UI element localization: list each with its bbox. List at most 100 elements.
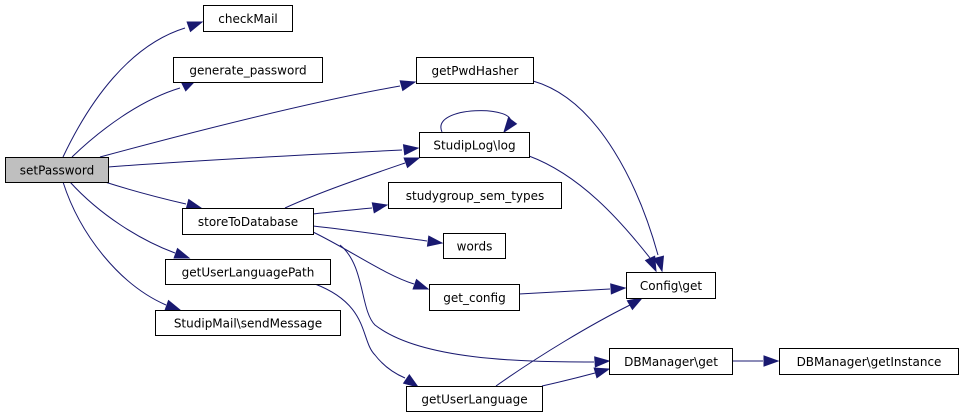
node-label: checkMail [218, 12, 278, 26]
node-box[interactable] [173, 57, 323, 83]
arrowhead-icon [426, 235, 444, 247]
edge-line [284, 162, 406, 209]
arrowhead-icon [644, 255, 657, 273]
edge-storeToDatabase-to-get_config [312, 231, 430, 290]
arrowhead-icon [371, 202, 389, 214]
node-config-get[interactable]: Config\get [626, 272, 716, 299]
node-box[interactable] [203, 5, 293, 32]
edge-line [312, 225, 428, 242]
edge-setPassword-to-generate_password [71, 79, 198, 158]
edge-line [104, 181, 187, 205]
node-box[interactable] [429, 284, 520, 311]
edge-setPassword-to-getUserLanguagePath [69, 181, 191, 259]
node-get-config[interactable]: get_config [429, 284, 520, 311]
node-studipmail-sendmessage[interactable]: StudipMail\sendMessage [155, 310, 341, 336]
edge-get_config-to-Config_get [518, 283, 627, 295]
edge-getUserLanguage-to-DBManager_get [541, 367, 611, 387]
edge-line [62, 181, 167, 306]
node-storetodatabase[interactable]: storeToDatabase [182, 208, 314, 235]
arrowhead-icon [594, 356, 611, 368]
arrowhead-icon [402, 374, 420, 388]
arrowhead-icon [164, 299, 182, 311]
arrowhead-icon [763, 355, 780, 367]
edge-setPassword-to-getPwdHasher [99, 80, 417, 158]
edge-line [440, 110, 512, 133]
edge-line [528, 155, 651, 259]
edge-line [69, 181, 176, 254]
arrowhead-icon [412, 278, 430, 290]
node-box[interactable] [626, 272, 716, 299]
edge-line [312, 231, 415, 285]
node-label: storeToDatabase [198, 215, 298, 229]
edge-storeToDatabase-to-words [312, 225, 444, 247]
arrowhead-icon [185, 198, 203, 210]
arrowhead-icon [593, 367, 611, 379]
node-generate-password[interactable]: generate_password [173, 57, 323, 83]
node-box[interactable] [609, 348, 733, 375]
edge-storeToDatabase-to-studygroup_sem_types [312, 202, 389, 215]
arrowhead-icon [399, 80, 417, 92]
node-studygroup-sem-types[interactable]: studygroup_sem_types [388, 182, 562, 209]
node-label: Config\get [640, 279, 703, 293]
edge-StudipLog_log-to-StudipLog_log [440, 110, 518, 134]
node-box[interactable] [388, 182, 562, 209]
edge-line [541, 372, 596, 387]
edge-setPassword-to-StudipMail_sendMessage [62, 181, 182, 311]
node-label: get_config [443, 291, 505, 305]
arrowhead-icon [626, 297, 644, 311]
node-box[interactable] [165, 259, 331, 285]
edge-StudipLog_log-to-Config_get [528, 155, 657, 273]
edge-line [339, 244, 595, 363]
node-box[interactable] [419, 132, 530, 158]
edge-DBManager_get-to-DBManager_getInstance [732, 355, 780, 367]
node-label: StudipMail\sendMessage [174, 317, 322, 331]
node-checkmail[interactable]: checkMail [203, 5, 293, 32]
edge-line [62, 27, 186, 158]
node-box[interactable] [406, 386, 543, 412]
node-label: words [457, 240, 493, 254]
edge-line [314, 283, 406, 379]
edge-line [99, 85, 401, 158]
edge-setPassword-to-checkMail [62, 21, 204, 158]
edge-storeToDatabase-to-DBManager_get [339, 244, 611, 368]
node-label: StudipLog\log [433, 139, 515, 153]
arrowhead-icon [403, 157, 421, 169]
edge-line [71, 87, 181, 158]
node-box[interactable] [416, 57, 534, 84]
node-box[interactable] [443, 233, 506, 259]
arrowhead-icon [652, 255, 665, 273]
node-label: getPwdHasher [432, 64, 519, 78]
edge-setPassword-to-StudipLog_log [107, 144, 420, 168]
node-studiplog-log[interactable]: StudipLog\log [419, 132, 530, 158]
edge-storeToDatabase-to-StudipLog_log [284, 157, 421, 209]
node-box[interactable] [5, 157, 109, 183]
edge-line [312, 207, 373, 215]
node-dbmanager-getinstance[interactable]: DBManager\getInstance [779, 348, 959, 375]
node-setpassword[interactable]: setPassword [5, 157, 109, 183]
arrowhead-icon [186, 21, 204, 33]
node-label: setPassword [20, 164, 94, 178]
node-label: DBManager\get [624, 355, 718, 369]
arrowhead-icon [402, 144, 420, 156]
node-label: getUserLanguagePath [182, 266, 315, 280]
node-box[interactable] [155, 310, 341, 336]
edge-line [532, 80, 659, 256]
arrowhead-icon [173, 247, 191, 259]
edge-line [495, 304, 631, 387]
node-getpwdhasher[interactable]: getPwdHasher [416, 57, 534, 84]
edge-line [107, 149, 403, 168]
node-box[interactable] [182, 208, 314, 235]
node-words[interactable]: words [443, 233, 506, 259]
edge-getUserLanguagePath-to-getUserLanguage [314, 283, 420, 388]
node-getuserlanguage[interactable]: getUserLanguage [406, 386, 543, 412]
edge-getPwdHasher-to-Config_get [532, 80, 665, 273]
edge-setPassword-to-storeToDatabase [104, 181, 203, 210]
node-dbmanager-get[interactable]: DBManager\get [609, 348, 733, 375]
arrowhead-icon [610, 283, 627, 295]
node-label: getUserLanguage [421, 393, 527, 407]
node-label: studygroup_sem_types [406, 189, 545, 203]
arrowhead-icon [503, 116, 518, 134]
node-getuserlanguagepath[interactable]: getUserLanguagePath [165, 259, 331, 285]
node-box[interactable] [779, 348, 959, 375]
